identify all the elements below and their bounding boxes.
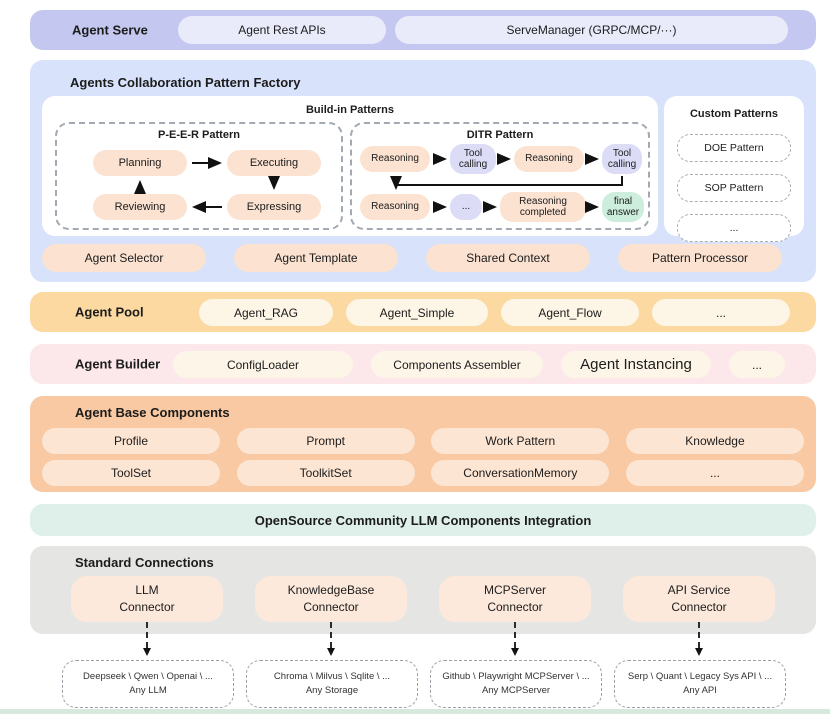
knowledgebase-connector-line2: Connector: [303, 600, 359, 614]
peer-pattern-box: P-E-E-R Pattern Planning Executing Revie…: [55, 122, 343, 230]
custom-patterns-title: Custom Patterns: [689, 108, 779, 120]
base-components-row-2: ToolSet ToolkitSet ConversationMemory ..…: [42, 460, 804, 486]
builtin-patterns-box: Build-in Patterns P-E-E-R Pattern Planni…: [42, 96, 658, 236]
prompt-pill: Prompt: [236, 428, 415, 454]
any-mcpserver-line2: Any MCPServer: [481, 685, 551, 696]
agent-selector-pill: Agent Selector: [42, 244, 206, 272]
agent-rag-pill: Agent_RAG: [199, 299, 333, 326]
api-service-connector-box: API Service Connector: [623, 576, 775, 622]
components-assembler-pill: Components Assembler: [371, 351, 543, 378]
standard-connections-title: Standard Connections: [75, 555, 214, 570]
agent-base-components-section: Agent Base Components Profile Prompt Wor…: [30, 396, 816, 492]
any-storage-line2: Any Storage: [305, 685, 359, 696]
api-service-connector-line2: Connector: [671, 600, 727, 614]
ditr-node-final-answer: final answer: [602, 192, 644, 222]
custom-pattern-doe: DOE Pattern: [677, 134, 791, 162]
builtin-patterns-title: Build-in Patterns: [305, 104, 394, 116]
arrow-down-dashed-icon: [695, 622, 703, 656]
llm-connector-line2: Connector: [119, 600, 175, 614]
ditr-pattern-box: DITR Pattern Reasoning Tool calling Reas…: [350, 122, 650, 230]
llm-connector-line1: LLM: [135, 582, 159, 597]
any-llm-line1: Deepseek \ Qwen \ Openai \ ...: [83, 670, 213, 682]
serve-manager-pill: ServeManager (GRPC/MCP/···): [395, 16, 788, 44]
agent-pool-more-pill: ...: [652, 299, 790, 326]
conversation-memory-pill: ConversationMemory: [431, 460, 610, 486]
agent-builder-more-pill: ...: [729, 351, 785, 378]
peer-pattern-title: P-E-E-R Pattern: [158, 129, 240, 141]
any-mcpserver-line1: Github \ Playwright MCPServer \ ...: [442, 670, 590, 682]
pattern-factory-title: Agents Collaboration Pattern Factory: [70, 75, 301, 90]
agent-instancing-pill: Agent Instancing: [561, 351, 711, 378]
ditr-node-reasoning-3: Reasoning: [360, 194, 430, 220]
base-components-row-1: Profile Prompt Work Pattern Knowledge: [42, 428, 804, 454]
arrow-down-dashed-icon: [327, 622, 335, 656]
custom-pattern-sop: SOP Pattern: [677, 174, 791, 202]
toolkitset-pill: ToolkitSet: [236, 460, 415, 486]
agent-builder-label: Agent Builder: [75, 356, 161, 372]
any-llm-line2: Any LLM: [129, 685, 167, 696]
work-pattern-pill: Work Pattern: [431, 428, 610, 454]
shared-context-pill: Shared Context: [426, 244, 590, 272]
oss-integration-title: OpenSource Community LLM Components Inte…: [254, 512, 592, 528]
agent-base-components-title: Agent Base Components: [75, 405, 230, 420]
mcpserver-connector-line1: MCPServer: [483, 582, 546, 597]
pattern-processor-pill: Pattern Processor: [618, 244, 782, 272]
base-more-pill: ...: [625, 460, 804, 486]
toolset-pill: ToolSet: [42, 460, 220, 486]
ditr-node-ellipsis: ...: [450, 194, 482, 220]
mcpserver-connector-line2: Connector: [487, 600, 543, 614]
arrow-down-dashed-icon: [511, 622, 519, 656]
ditr-node-reasoning-1: Reasoning: [360, 146, 430, 172]
agent-pool-label: Agent Pool: [75, 304, 144, 320]
arrow-down-dashed-icon: [143, 622, 151, 656]
peer-node-executing: Executing: [227, 150, 321, 176]
custom-pattern-more: ...: [677, 214, 791, 242]
api-service-connector-line1: API Service: [667, 582, 731, 597]
agent-rest-apis-pill: Agent Rest APIs: [178, 16, 386, 44]
any-api-line1: Serp \ Quant \ Legacy Sys API \ ...: [627, 670, 773, 682]
agent-template-pill: Agent Template: [234, 244, 398, 272]
llm-connector-box: LLM Connector: [71, 576, 223, 622]
any-mcpserver-box: Github \ Playwright MCPServer \ ... Any …: [430, 660, 602, 708]
knowledgebase-connector-line1: KnowledgeBase: [287, 582, 375, 597]
connection-targets-row: Deepseek \ Qwen \ Openai \ ... Any LLM C…: [30, 660, 816, 708]
pattern-factory-section: Agents Collaboration Pattern Factory Bui…: [30, 60, 816, 282]
mcpserver-connector-box: MCPServer Connector: [439, 576, 591, 622]
ditr-pattern-title: DITR Pattern: [466, 129, 534, 141]
knowledge-pill: Knowledge: [625, 428, 804, 454]
agent-flow-pill: Agent_Flow: [501, 299, 639, 326]
config-loader-pill: ConfigLoader: [173, 351, 353, 378]
any-storage-box: Chroma \ Milvus \ Sqlite \ ... Any Stora…: [246, 660, 418, 708]
ditr-node-tool-calling-2: Tool calling: [602, 144, 642, 174]
agent-pool-section: Agent Pool Agent_RAG Agent_Simple Agent_…: [30, 292, 816, 332]
oss-integration-bar: OpenSource Community LLM Components Inte…: [30, 504, 816, 536]
any-storage-line1: Chroma \ Milvus \ Sqlite \ ...: [273, 670, 391, 682]
profile-pill: Profile: [42, 428, 220, 454]
ditr-node-reasoning-2: Reasoning: [514, 146, 584, 172]
peer-node-planning: Planning: [93, 150, 187, 176]
agent-serve-bar: Agent Serve Agent Rest APIs ServeManager…: [30, 10, 816, 50]
peer-node-reviewing: Reviewing: [93, 194, 187, 220]
knowledgebase-connector-box: KnowledgeBase Connector: [255, 576, 407, 622]
agent-builder-section: Agent Builder ConfigLoader Components As…: [30, 344, 816, 384]
agent-serve-label: Agent Serve: [72, 22, 148, 38]
any-api-box: Serp \ Quant \ Legacy Sys API \ ... Any …: [614, 660, 786, 708]
custom-patterns-box: Custom Patterns DOE Pattern SOP Pattern …: [664, 96, 804, 242]
any-api-line2: Any API: [683, 685, 717, 696]
any-llm-box: Deepseek \ Qwen \ Openai \ ... Any LLM: [62, 660, 234, 708]
peer-node-expressing: Expressing: [227, 194, 321, 220]
standard-connections-section: Standard Connections LLM Connector Knowl…: [30, 546, 816, 634]
agent-simple-pill: Agent_Simple: [346, 299, 488, 326]
ditr-node-tool-calling-1: Tool calling: [450, 144, 496, 174]
bottom-edge-strip: [0, 709, 830, 714]
ditr-node-reasoning-completed: Reasoning completed: [500, 192, 586, 222]
factory-bottom-row: Agent Selector Agent Template Shared Con…: [42, 244, 782, 272]
